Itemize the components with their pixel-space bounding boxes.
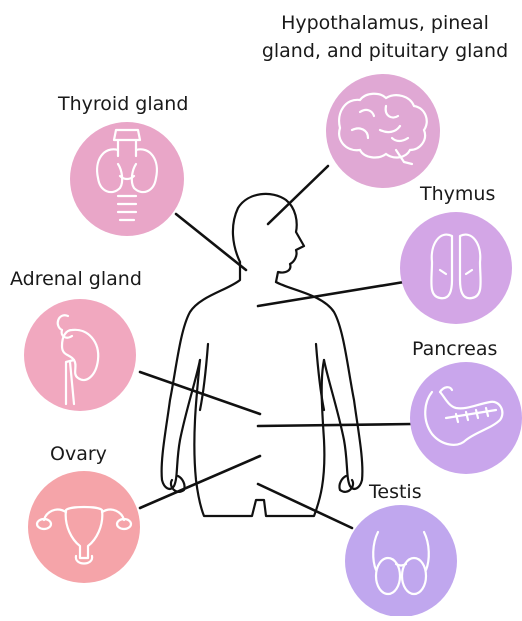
pancreas-circle (410, 362, 522, 474)
adrenal-circle (24, 299, 136, 411)
label-thymus: Thymus (420, 181, 495, 207)
thymus-node (400, 212, 512, 324)
label-pancreas: Pancreas (412, 336, 497, 362)
adrenal-node (24, 299, 136, 411)
line-thymus (258, 282, 404, 306)
waist-outline (194, 360, 324, 516)
label-hypothalamus-line2: gland, and pituitary gland (250, 38, 520, 64)
pancreas-node (410, 362, 522, 474)
ovary-circle (28, 471, 140, 583)
brain-node (326, 74, 440, 188)
line-testis (258, 484, 352, 528)
torso-outline (162, 262, 363, 489)
arm-inner-left (200, 344, 208, 410)
thyroid-node (70, 122, 184, 236)
label-ovary: Ovary (50, 441, 107, 467)
label-hypothalamus-line1: Hypothalamus, pineal (250, 10, 520, 36)
label-thyroid: Thyroid gland (58, 91, 188, 117)
testis-circle (345, 505, 457, 616)
thymus-circle (400, 212, 512, 324)
connector-lines (140, 166, 412, 528)
ovary-node (28, 471, 140, 583)
label-adrenal: Adrenal gland (10, 266, 142, 292)
line-pancreas (258, 424, 412, 426)
body-outline (162, 194, 363, 516)
testis-node (345, 505, 457, 616)
hand-right (339, 476, 353, 492)
line-thyroid (176, 214, 246, 270)
label-testis: Testis (369, 479, 422, 505)
